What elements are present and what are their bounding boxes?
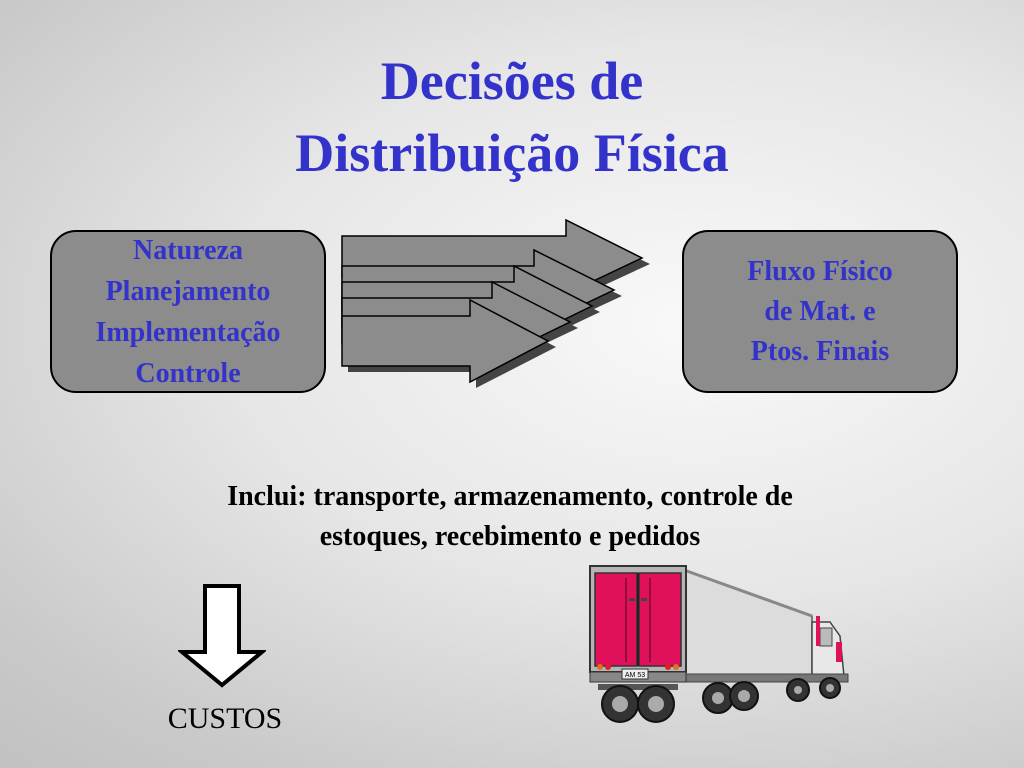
truck-door-right	[638, 572, 682, 667]
title-line-1: Decisões de	[380, 51, 644, 111]
flow-arrows	[341, 218, 650, 388]
decision-item-implementacao: Implementação	[95, 316, 281, 348]
physical-flow-box: Fluxo Físico de Mat. e Ptos. Finais	[682, 230, 958, 393]
costs-label: CUSTOS	[167, 702, 283, 735]
truck-wheels	[601, 677, 841, 723]
license-plate-text: AM 53	[625, 672, 645, 679]
license-plate	[621, 668, 649, 680]
includes-note-line-2: estoques, recebimento e pedidos	[319, 521, 701, 552]
down-arrow-icon	[178, 584, 266, 688]
truck-door-left	[594, 572, 638, 667]
physical-flow-line-2: de Mat. e	[764, 295, 876, 327]
physical-flow-line-1: Fluxo Físico	[747, 255, 893, 287]
physical-flow-line-3: Ptos. Finais	[750, 335, 890, 367]
truck-illustration: AM 53	[589, 565, 849, 723]
decision-item-controle: Controle	[135, 357, 241, 389]
title-line-2: Distribuição Física	[295, 123, 729, 183]
decisions-box: Natureza Planejamento Implementação Cont…	[50, 230, 326, 393]
decision-item-natureza: Natureza	[133, 234, 243, 266]
includes-note-line-1: Inclui: transporte, armazenamento, contr…	[227, 481, 793, 512]
decision-item-planejamento: Planejamento	[105, 275, 271, 307]
flow-arrow-5	[341, 298, 556, 388]
